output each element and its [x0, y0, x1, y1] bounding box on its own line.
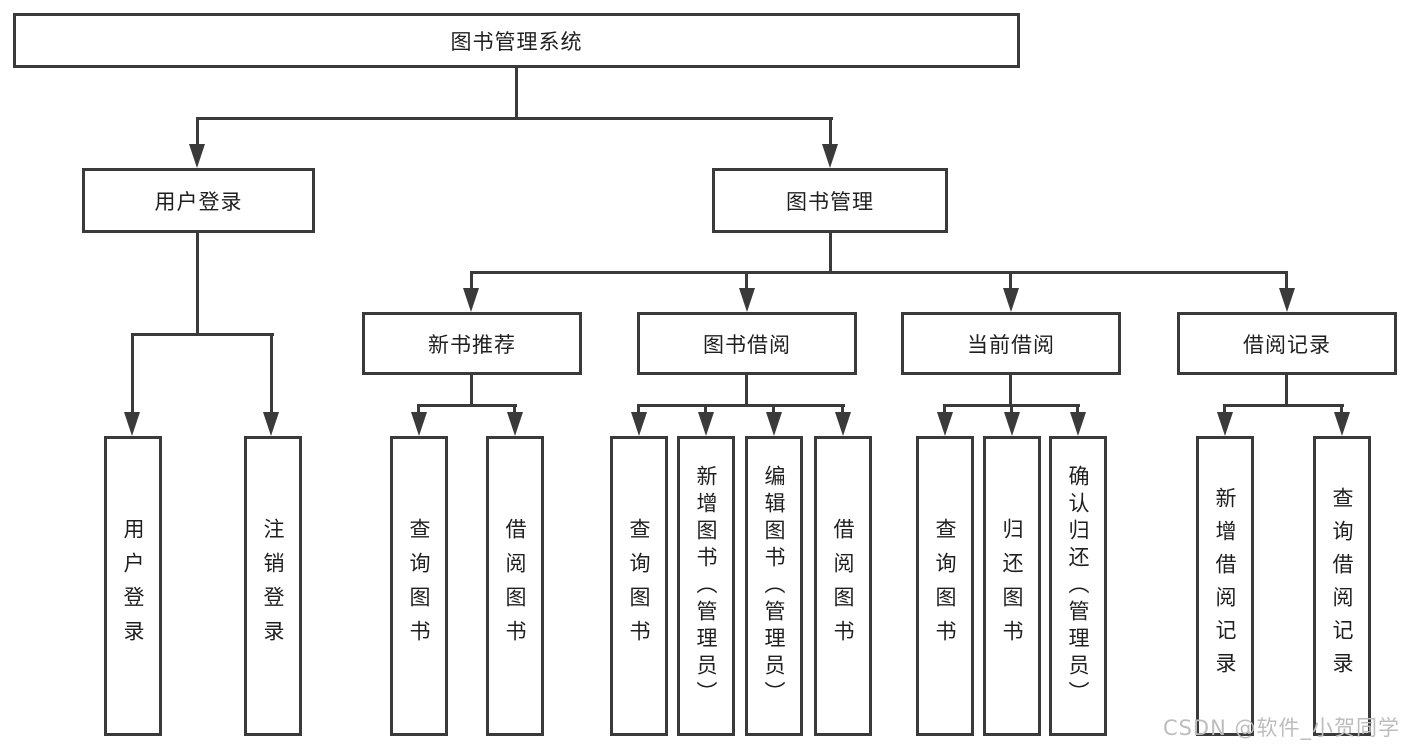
leaf-edit-book-admin-label: 编辑图书（管理员） — [762, 464, 786, 708]
leaf-query-book-3-label: 查询图书 — [933, 518, 957, 654]
leaf-query-book-1: 查询图书 — [390, 436, 448, 736]
arrow-leaf-icon — [698, 412, 714, 436]
node-new-book-rec-label: 新书推荐 — [428, 332, 516, 357]
leaf-query-book-2: 查询图书 — [610, 436, 668, 736]
node-root: 图书管理系统 — [13, 13, 1020, 68]
leaf-edit-book-admin: 编辑图书（管理员） — [745, 436, 803, 736]
leaf-logout: 注销登录 — [244, 436, 302, 736]
leaf-logout-label: 注销登录 — [261, 518, 285, 654]
connector-user-login-bus — [131, 333, 274, 336]
connector-drop — [841, 404, 844, 416]
leaf-user-login-label: 用户登录 — [121, 518, 145, 654]
connector-record-bus — [1223, 404, 1344, 407]
arrow-to-leaf-login-icon — [124, 412, 140, 436]
connector-borrow-bus — [637, 404, 845, 407]
arrow-leaf-icon — [507, 412, 523, 436]
node-book-mgmt-label: 图书管理 — [786, 189, 874, 214]
connector-drop — [513, 404, 516, 416]
node-borrow-record-label: 借阅记录 — [1243, 332, 1331, 357]
connector-drop — [1010, 404, 1013, 416]
node-book-borrow-label: 图书借阅 — [703, 332, 791, 357]
connector-drop-leaf-logout — [270, 333, 273, 415]
connector-new-book-stem — [470, 374, 473, 407]
leaf-query-book-3: 查询图书 — [916, 436, 974, 736]
node-root-label: 图书管理系统 — [450, 29, 583, 54]
leaf-query-book-2-label: 查询图书 — [627, 518, 651, 654]
connector-new-book-bus — [417, 404, 517, 407]
connector-drop-current — [1009, 271, 1012, 293]
node-book-mgmt: 图书管理 — [712, 168, 948, 233]
arrow-leaf-icon — [1217, 412, 1233, 436]
arrow-leaf-icon — [1334, 412, 1350, 436]
arrow-leaf-icon — [835, 412, 851, 436]
node-current-borrow-label: 当前借阅 — [967, 332, 1055, 357]
arrow-leaf-icon — [1070, 412, 1086, 436]
node-book-borrow: 图书借阅 — [637, 312, 857, 375]
arrow-leaf-icon — [1004, 412, 1020, 436]
connector-drop-user-login — [196, 117, 199, 147]
connector-drop-book-mgmt — [829, 117, 832, 147]
connector-current-stem — [1009, 374, 1012, 407]
leaf-add-book-admin-label: 新增图书（管理员） — [694, 464, 718, 708]
leaf-return-book-label: 归还图书 — [1000, 518, 1024, 654]
connector-drop — [1076, 404, 1079, 416]
arrow-to-current-icon — [1003, 288, 1019, 312]
connector-drop — [637, 404, 640, 416]
node-current-borrow: 当前借阅 — [901, 312, 1121, 375]
arrow-to-new-book-icon — [463, 288, 479, 312]
connector-drop — [1340, 404, 1343, 416]
leaf-confirm-return-admin: 确认归还（管理员） — [1049, 436, 1107, 736]
connector-drop — [943, 404, 946, 416]
leaf-borrow-book-2: 借阅图书 — [814, 436, 872, 736]
leaf-return-book: 归还图书 — [983, 436, 1041, 736]
leaf-query-borrow-record: 查询借阅记录 — [1313, 436, 1371, 736]
arrow-leaf-icon — [937, 412, 953, 436]
leaf-add-borrow-record-label: 新增借阅记录 — [1213, 487, 1237, 685]
arrow-leaf-icon — [411, 412, 427, 436]
connector-book-mgmt-stem — [829, 232, 832, 274]
connector-drop — [1223, 404, 1226, 416]
arrow-to-user-login-icon — [189, 144, 205, 168]
connector-drop-record — [1285, 271, 1288, 293]
connector-drop-borrow — [745, 271, 748, 293]
connector-record-stem — [1285, 374, 1288, 407]
arrow-leaf-icon — [631, 412, 647, 436]
arrow-to-record-icon — [1279, 288, 1295, 312]
connector-level3-bus — [470, 271, 1288, 274]
leaf-add-borrow-record: 新增借阅记录 — [1196, 436, 1254, 736]
connector-user-login-stem — [196, 232, 199, 336]
node-borrow-record: 借阅记录 — [1177, 312, 1397, 375]
leaf-borrow-book-2-label: 借阅图书 — [831, 518, 855, 654]
node-new-book-rec: 新书推荐 — [362, 312, 582, 375]
csdn-watermark: CSDN @软件_小贺同学 — [1162, 716, 1400, 740]
leaf-borrow-book-1: 借阅图书 — [486, 436, 544, 736]
connector-borrow-stem — [745, 374, 748, 407]
node-user-login-label: 用户登录 — [154, 189, 243, 214]
leaf-borrow-book-1-label: 借阅图书 — [503, 518, 527, 654]
arrow-to-borrow-icon — [739, 288, 755, 312]
leaf-query-borrow-record-label: 查询借阅记录 — [1330, 487, 1354, 685]
node-user-login: 用户登录 — [82, 168, 315, 233]
connector-drop — [417, 404, 420, 416]
connector-root-stem — [515, 67, 518, 120]
leaf-confirm-return-admin-label: 确认归还（管理员） — [1066, 464, 1090, 708]
connector-drop — [772, 404, 775, 416]
leaf-query-book-1-label: 查询图书 — [407, 518, 431, 654]
connector-level2-bus — [196, 117, 833, 120]
arrow-to-leaf-logout-icon — [263, 412, 279, 436]
connector-drop-leaf-login — [131, 333, 134, 415]
connector-drop-new-book — [470, 271, 473, 293]
leaf-user-login: 用户登录 — [104, 436, 162, 736]
arrow-to-book-mgmt-icon — [822, 144, 838, 168]
leaf-add-book-admin: 新增图书（管理员） — [677, 436, 735, 736]
arrow-leaf-icon — [766, 412, 782, 436]
connector-drop — [704, 404, 707, 416]
